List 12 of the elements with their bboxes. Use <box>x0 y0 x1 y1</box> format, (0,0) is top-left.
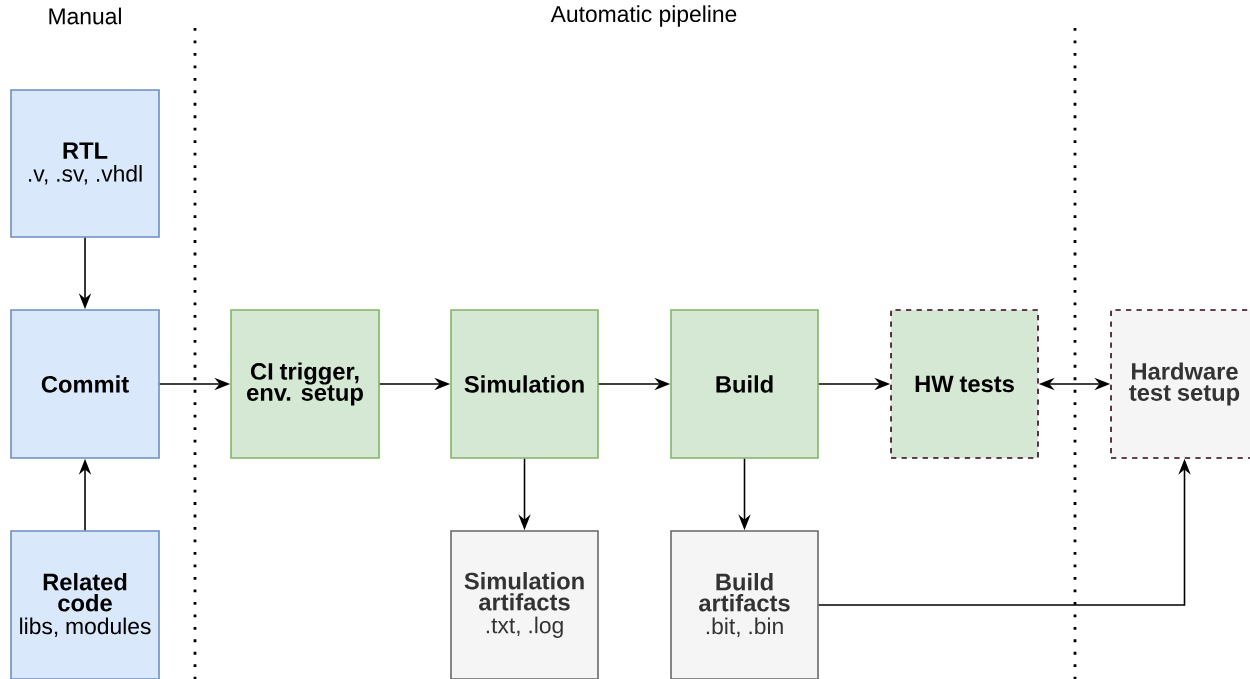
section-label: Manual <box>49 7 121 25</box>
artifact-box: Simulation artifacts .txt, .log <box>450 530 599 679</box>
artifact-box: Build artifacts .bit, .bin <box>670 530 819 679</box>
input-box: Commit <box>10 309 160 459</box>
pipeline-step-box: HW tests <box>890 309 1039 459</box>
pipeline-step-box: Simulation <box>450 309 599 459</box>
test-setup-box: Hardware test setup <box>1110 309 1250 459</box>
pipeline-step-box: CI trigger, env. setup <box>230 309 380 459</box>
section-label: Automatic pipeline <box>550 5 737 27</box>
input-box: RTL .v, .sv, .vhdl <box>10 89 160 238</box>
input-box: Related code libs, modules <box>10 530 160 679</box>
pipeline-step-box: Build <box>670 309 819 459</box>
